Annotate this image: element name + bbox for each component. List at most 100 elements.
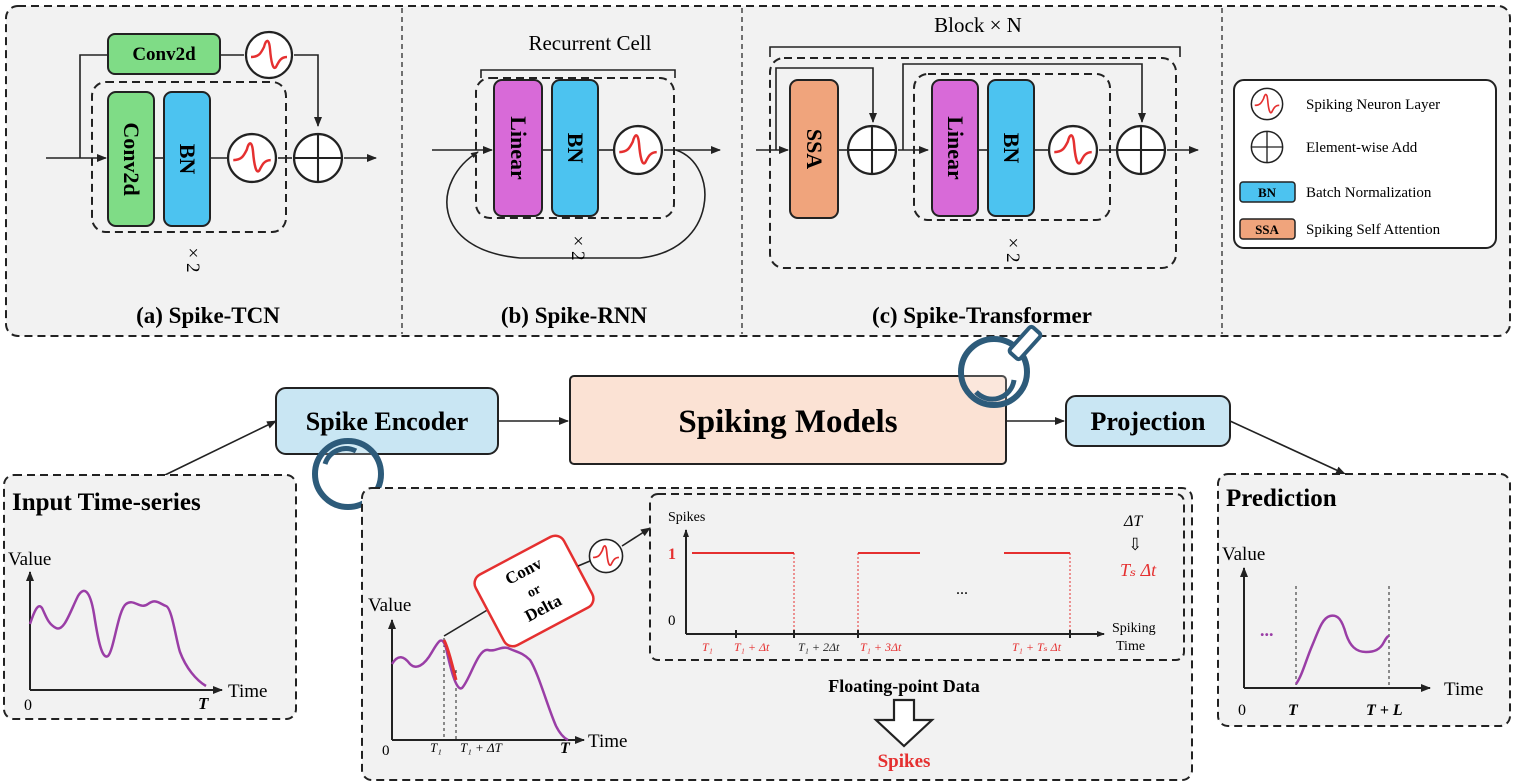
magnifier-icon [958,324,1043,408]
bn-label: BN [999,133,1024,164]
spiking-neuron-icon [1047,124,1099,176]
ssa-label: SSA [802,129,827,169]
panel-title-tcn: (a) Spike-TCN [136,303,280,328]
linear-label: Linear [506,116,531,180]
ellipsis-label: ... [956,581,968,598]
level-one-label: 1 [668,546,676,563]
legend-label: Batch Normalization [1306,185,1432,201]
block-label: Block × N [934,13,1022,37]
y-axis-label: Value [368,595,411,616]
bn-block [551,79,599,217]
linear-label: Linear [943,116,968,180]
tcn-repeat-group [91,81,287,233]
conv2d-skip-label: Conv2d [132,44,196,65]
bn-label: BN [175,144,200,175]
t-l-label: T + L [1366,702,1403,719]
sampled-segment [442,639,458,681]
linear-block [493,79,543,217]
ssa-block [789,79,839,219]
tick-label: T₁ [702,640,713,654]
bn-block [987,79,1035,217]
conv2d-label: Conv2d [119,122,144,195]
element-add-icon [846,124,898,176]
encoder-series-line [390,639,569,742]
x-axis-label: Time [588,731,627,752]
linear-block [931,79,979,217]
bn-badge [1239,181,1296,203]
spiking-neuron-icon [588,538,624,574]
recurrent-cell-group [475,77,675,219]
element-add-icon [292,132,344,184]
down-arrow-icon: ⇩ [1128,535,1142,554]
t-end-label: T [198,694,209,713]
ellipsis-label: ... [1260,620,1274,640]
input-series-line [28,589,207,688]
panel-title-rnn: (b) Spike-RNN [501,303,648,328]
repeat-label: × 2 [567,236,588,261]
recurrent-cell-label: Recurrent Cell [528,31,651,55]
tick-label: T₁ + 2Δt [798,640,840,654]
ssa-badge-label: SSA [1255,222,1279,237]
t1-label: T₁ [430,740,442,755]
spike-rnn-diagram: Recurrent Cell Linear BN × 2 (b) Spike-R… [432,31,721,328]
delta-t-label: ΔT [1123,513,1143,530]
prediction-panel-box [1217,473,1511,727]
tick-label: T₁ + Δt [734,640,770,654]
conv-delta-box [473,534,595,648]
input-timeseries-panel: Input Time-series Value Time 0 T [3,474,297,720]
repeat-label: × 2 [1002,238,1023,263]
floating-point-label: Floating-point Data [828,676,980,696]
y-axis-label: Value [8,549,51,570]
spiking-neuron-icon [244,30,294,80]
pipeline-row: Spike Encoder Spiking Models Projection [164,375,1346,476]
legend-label: Spiking Self Attention [1306,222,1441,238]
bn-badge-label: BN [1258,185,1277,200]
conv-delta-label: or [525,582,544,601]
conv2d-skip-block [107,33,221,75]
t-label: T [1288,702,1299,719]
x-axis-label: Time [1444,679,1483,700]
ssa-badge [1239,218,1296,240]
transformer-repeat-group [913,73,1111,221]
spiking-time-label: Time [1116,639,1145,654]
projection-label: Projection [1090,407,1206,436]
level-zero-label: 0 [668,613,676,629]
prediction-series-line [1294,614,1390,685]
bn-label: BN [563,133,588,164]
spiking-neuron-icon [612,124,664,176]
origin-label: 0 [24,697,32,714]
spiking-neuron-icon [1250,87,1284,121]
spike-transformer-diagram: Block × N SSA Linear BN × 2 (c) Spike-Tr… [756,13,1199,328]
legend: Spiking Neuron Layer Element-wise Add BN… [1233,79,1497,249]
legend-label: Spiking Neuron Layer [1306,97,1440,113]
input-panel-box [3,474,297,720]
y-axis-label: Value [1222,544,1265,565]
origin-label: 0 [382,743,390,759]
bn-block [163,91,211,227]
spiking-time-label: Spiking [1112,621,1156,636]
spike-raster-box [649,493,1185,661]
t1-dt-label: T₁ + ΔT [460,740,503,755]
spike-encoder-label: Spike Encoder [306,407,469,436]
spiking-models-box [569,375,1007,465]
down-arrow-icon [873,698,935,748]
spike-tcn-diagram: Conv2d Conv2d BN × 2 (a) Spike-TCN [46,30,377,328]
repeat-label: × 2 [182,248,203,273]
legend-box [1233,79,1497,249]
prediction-panel: Prediction Value Time 0 T T + L ... [1217,473,1511,727]
tick-label: T₁ + Tₛ Δt [1012,640,1062,654]
element-add-icon [1115,124,1167,176]
spikes-output-label: Spikes [878,751,931,772]
spiking-neuron-icon [226,132,278,184]
t-end-label: T [560,740,571,757]
input-title: Input Time-series [12,489,201,516]
tick-label: T₁ + 3Δt [860,640,902,654]
prediction-title: Prediction [1226,485,1337,512]
transformer-block-group [769,57,1177,269]
element-add-icon [1250,130,1284,164]
spiking-models-label: Spiking Models [678,404,897,440]
legend-label: Element-wise Add [1306,140,1418,156]
architectures-panel [5,5,1511,337]
x-axis-label: Time [228,681,267,702]
